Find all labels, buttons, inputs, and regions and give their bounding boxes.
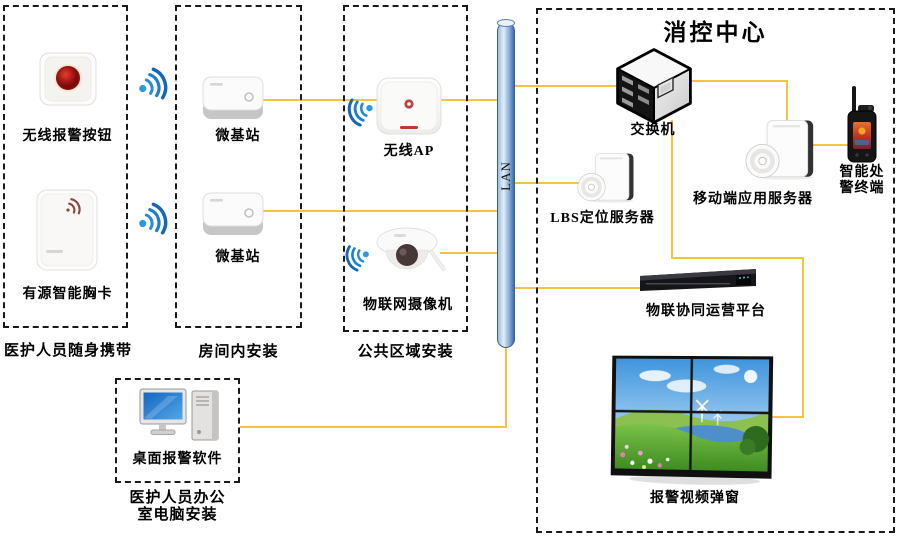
video-wall-label: 报警视频弹窗 [650, 491, 740, 506]
smart-terminal-label: 智能处 警终端 [832, 165, 892, 197]
lan-bus-top [497, 19, 515, 27]
caption-staff: 医护人员随身携带 [3, 343, 132, 359]
wifi-signal-icon [132, 199, 176, 247]
connector-switch-down [671, 120, 673, 259]
smart-terminal-label-line1: 智能处 [839, 165, 885, 180]
micro-base-station-label: 微基站 [215, 129, 261, 144]
caption-office: 医护人员办公 室电脑安装 [110, 490, 245, 524]
alarm-button-label: 无线报警按钮 [22, 129, 113, 144]
connector-down-right [671, 257, 804, 259]
smart-terminal-label-line2: 警终端 [839, 181, 885, 196]
caption-office-line2: 室电脑安装 [137, 507, 218, 523]
iot-platform-label: 物联协同运营平台 [646, 304, 766, 319]
connector-bs1-ap-lan [255, 99, 497, 101]
caption-office-line1: 医护人员办公 [129, 490, 226, 506]
connector-switch-mobile-v [786, 80, 788, 124]
micro-base-station-icon [202, 192, 264, 241]
connector-mobile-terminal [812, 144, 848, 146]
lbs-server-label: LBS定位服务器 [550, 211, 655, 226]
connector-lan-platform [514, 287, 642, 289]
mobile-server-label: 移动端应用服务器 [693, 192, 813, 207]
desktop-computer-icon [138, 386, 222, 451]
wifi-signal-icon [341, 92, 380, 135]
switch-label: 交换机 [630, 123, 676, 138]
micro-base-station-icon [202, 76, 264, 125]
lan-label: LAN [498, 161, 513, 191]
connector-wall-h [768, 416, 804, 418]
wifi-signal-icon [340, 239, 377, 279]
smart-badge-label: 有源智能胸卡 [22, 287, 113, 302]
wifi-signal-icon [132, 64, 176, 112]
wireless-ap-icon [376, 77, 442, 140]
caption-public: 公共区域安装 [357, 344, 454, 360]
connector-bs2-lan [255, 210, 497, 212]
caption-room: 房间内安装 [198, 344, 279, 360]
control-center-title: 消控中心 [663, 20, 768, 45]
connector-wall-v [802, 257, 804, 418]
group-box-staff [3, 5, 128, 328]
connector-lan-down [505, 346, 507, 427]
micro-base-station-label: 微基站 [215, 250, 261, 265]
iot-camera-icon [366, 226, 450, 285]
group-box-control-center [536, 8, 895, 533]
connector-switch-mobile-h [690, 80, 788, 82]
connector-lan-lbs [514, 182, 586, 184]
group-box-public [343, 5, 468, 332]
server-software-icon [577, 147, 635, 214]
iot-camera-label: 物联网摄像机 [363, 298, 453, 313]
connector-lan-desktop [240, 426, 507, 428]
connector-camera-lan [440, 252, 498, 254]
iot-platform-icon [638, 264, 758, 301]
connector-lan-switch [514, 85, 619, 87]
network-switch-icon [614, 48, 694, 129]
alarm-button-icon [39, 52, 97, 111]
video-wall-icon [611, 356, 774, 488]
group-box-room [175, 5, 302, 328]
smart-terminal-icon [845, 86, 879, 169]
server-software-icon [745, 118, 815, 187]
wireless-ap-label: 无线AP [383, 144, 435, 159]
smart-badge-icon [35, 188, 99, 277]
desktop-software-label: 桌面报警软件 [132, 452, 223, 467]
group-box-office [115, 378, 240, 483]
